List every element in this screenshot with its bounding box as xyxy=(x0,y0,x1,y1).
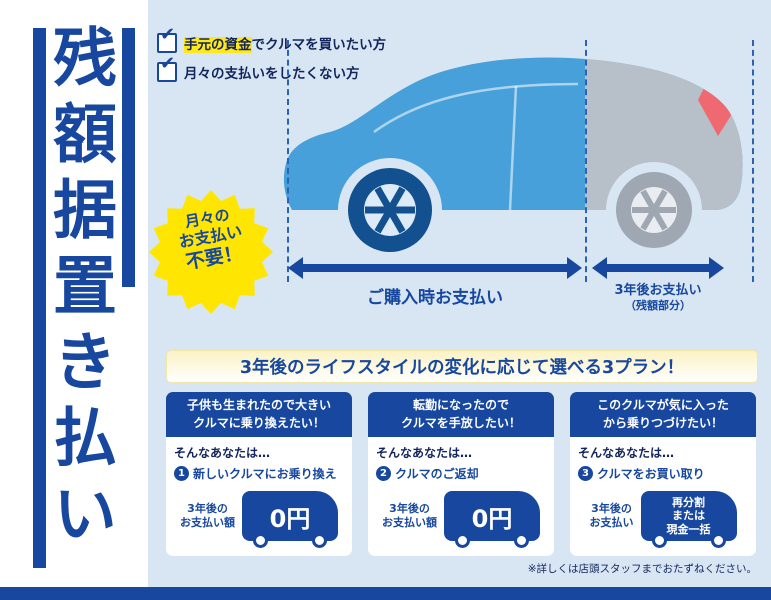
plan-number-badge: 2 xyxy=(376,466,391,481)
checkbox-icon: ✔ xyxy=(157,26,177,53)
price-value: 0円 xyxy=(269,504,311,533)
plan-card-1: 子供も生まれたので大きい クルマに乗り換えたい！ そんなあなたは… 1 新しいク… xyxy=(166,392,352,556)
plan-price-row: 3年後の お支払い 再分割 または 現金一括 xyxy=(578,491,748,548)
price-label-line: お支払い xyxy=(589,516,634,529)
van-icon: 0円 xyxy=(242,491,338,548)
plan-price-row: 3年後の お支払い額 0円 xyxy=(174,491,344,548)
plan-lead: そんなあなたは… xyxy=(578,446,675,460)
plan-price-row: 3年後の お支払い額 0円 xyxy=(376,491,546,548)
plan-action: 3 クルマをお買い取り xyxy=(578,465,748,482)
header-line: クルマに乗り換えたい！ xyxy=(193,415,325,430)
price-label-line: お支払い額 xyxy=(382,516,437,529)
plan-card-header: 転勤になったので クルマを手放したい！ xyxy=(368,392,554,437)
plan-lead: そんなあなたは… xyxy=(376,446,473,460)
dashed-guide-front xyxy=(287,40,289,282)
plan-action: 2 クルマのご返却 xyxy=(376,465,546,482)
rear-wheel-icon xyxy=(616,172,692,248)
bottom-bar xyxy=(0,587,771,600)
target-audience-checklist: ✔ 手元の資金でクルマを買いたい方 ✔ 月々の支払いをしたくない方 xyxy=(157,26,386,91)
footer-note: ※詳しくは店頭スタッフまでおたずねください。 xyxy=(527,563,757,575)
header-line: 転勤になったので xyxy=(412,398,509,413)
plan-action-text: クルマのご返却 xyxy=(395,467,479,481)
header-line: このクルマが気に入った xyxy=(597,398,729,413)
plan-card-body: そんなあなたは… 1 新しいクルマにお乗り換え 3年後の お支払い額 0円 xyxy=(166,437,352,556)
price-label-line: 3年後の xyxy=(389,501,430,515)
plan-card-2: 転勤になったので クルマを手放したい！ そんなあなたは… 2 クルマのご返却 3… xyxy=(368,392,554,556)
deferred-payment-note: （残額部分） xyxy=(625,299,691,313)
plan-lead: そんなあなたは… xyxy=(174,446,271,460)
deferred-period-arrow-icon xyxy=(592,257,724,279)
van-text-line: 現金一括 xyxy=(666,522,711,536)
title-left-rule xyxy=(33,28,46,568)
front-wheel-icon xyxy=(348,168,432,252)
plan-card-3: このクルマが気に入った から乗りつづけたい！ そんなあなたは… 3 クルマをお買… xyxy=(570,392,756,556)
van-icon: 0円 xyxy=(444,491,540,548)
plan-number-badge: 3 xyxy=(578,466,593,481)
dashed-guide-rear xyxy=(752,40,754,282)
checklist-item: ✔ 月々の支払いをしたくない方 xyxy=(157,55,386,82)
header-line: 子供も生まれたので大きい xyxy=(186,398,331,413)
deferred-payment-label: 3年後お支払い （残額部分） xyxy=(578,283,738,313)
checklist-label: 手元の資金でクルマを買いたい方 xyxy=(184,33,386,53)
deferred-payment-title: 3年後お支払い xyxy=(614,283,702,298)
plan-card-header: このクルマが気に入った から乗りつづけたい！ xyxy=(570,392,756,437)
plan-action-text: クルマをお買い取り xyxy=(597,467,705,481)
checklist-item: ✔ 手元の資金でクルマを買いたい方 xyxy=(157,26,386,53)
purchase-period-arrow-icon xyxy=(288,257,582,279)
checkmark-icon: ✔ xyxy=(160,53,176,74)
plan-action: 1 新しいクルマにお乗り換え xyxy=(174,465,344,482)
burst-badge-icon xyxy=(149,190,273,314)
page-title-vertical: 残額据置き払い xyxy=(42,24,116,556)
van-text-line: 再分割 xyxy=(672,496,705,510)
header-line: クルマを手放したい！ xyxy=(401,415,521,430)
checkbox-icon: ✔ xyxy=(157,55,177,82)
title-right-rule xyxy=(122,28,135,287)
highlighted-text: 手元の資金 xyxy=(184,37,252,53)
plan-number-badge: 1 xyxy=(174,466,189,481)
price-value: 0円 xyxy=(471,504,513,533)
plan-cards: 子供も生まれたので大きい クルマに乗り換えたい！ そんなあなたは… 1 新しいク… xyxy=(166,392,756,556)
price-value: 再分割 または 現金一括 xyxy=(667,496,711,536)
price-label-line: 3年後の xyxy=(187,501,228,515)
plan-card-header: 子供も生まれたので大きい クルマに乗り換えたい！ xyxy=(166,392,352,437)
header-line: から乗りつづけたい！ xyxy=(602,415,724,430)
van-text-line: または xyxy=(672,509,705,523)
price-label-line: お支払い額 xyxy=(180,516,235,529)
car-illustration xyxy=(283,57,743,257)
plans-banner: 3年後のライフスタイルの変化に応じて選べる3プラン！ xyxy=(166,350,758,383)
plan-action-text: 新しいクルマにお乗り換え xyxy=(193,467,337,481)
label-text: 月々の支払いをしたくない方 xyxy=(184,66,360,82)
label-text: でクルマを買いたい方 xyxy=(251,37,387,53)
plan-card-body: そんなあなたは… 2 クルマのご返却 3年後の お支払い額 0円 xyxy=(368,437,554,556)
price-label: 3年後の お支払い xyxy=(590,502,634,531)
price-label: 3年後の お支払い額 xyxy=(180,502,235,531)
price-label: 3年後の お支払い額 xyxy=(382,502,437,531)
van-icon: 再分割 または 現金一括 xyxy=(640,491,737,548)
price-label-line: 3年後の xyxy=(591,501,632,515)
taillight-icon xyxy=(698,84,732,136)
checkmark-icon: ✔ xyxy=(160,24,176,45)
plan-card-body: そんなあなたは… 3 クルマをお買い取り 3年後の お支払い 再分割 または 現… xyxy=(570,437,756,556)
purchase-payment-label: ご購入時お支払い xyxy=(367,288,503,308)
dashed-guide-split xyxy=(585,40,587,282)
checklist-label: 月々の支払いをしたくない方 xyxy=(184,62,360,82)
